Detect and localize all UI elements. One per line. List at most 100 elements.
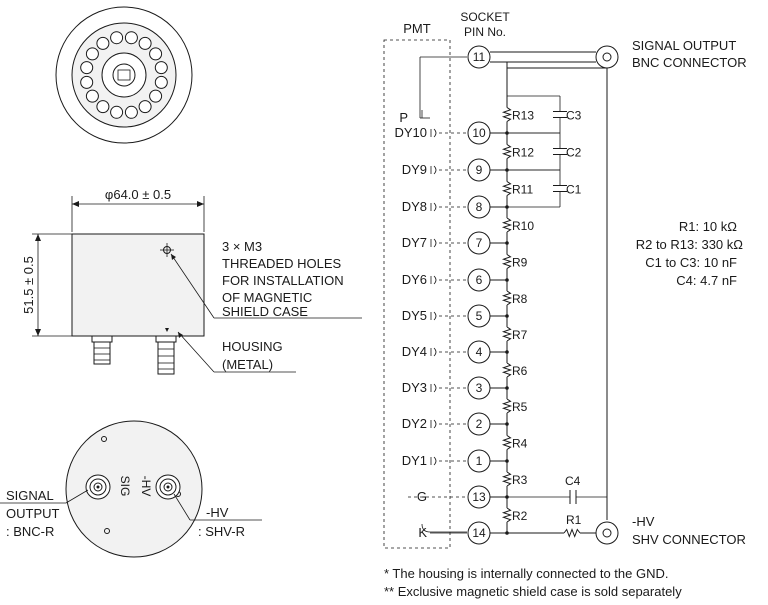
threaded-holes-line-2: THREADED HOLES — [222, 256, 342, 271]
pmt-schematic: PMT SOCKET PIN No. 11 SIGNAL OUTPUT BNC … — [383, 10, 747, 549]
resistor-r4 — [501, 435, 513, 450]
cathode-symbol — [421, 523, 467, 533]
dynode-symbol — [430, 383, 437, 393]
electrode-dy4-label: DY4 — [402, 344, 427, 359]
resistor-r3-label: R3 — [512, 473, 528, 487]
socket-pin-hole — [138, 36, 152, 50]
socket-pin-10-label: 10 — [472, 126, 486, 140]
socket-pin-1-label: 1 — [476, 454, 483, 468]
electrode-dy3-label: DY3 — [402, 380, 427, 395]
threaded-holes-line-5: SHIELD CASE — [222, 304, 308, 319]
signal-output-line-3: : BNC-R — [6, 524, 54, 539]
socket-pin-hole — [124, 105, 138, 119]
signal-connector-line-2: BNC CONNECTOR — [632, 55, 747, 70]
socket-pin-hole — [110, 31, 124, 45]
dynode-symbol — [430, 456, 437, 466]
electrode-dy6-label: DY6 — [402, 272, 427, 287]
resistor-r13-label: R13 — [512, 109, 534, 123]
socket-pin-hole — [149, 89, 163, 103]
socket-pin-6-label: 6 — [476, 273, 483, 287]
housing-note: HOUSING (METAL) — [222, 339, 283, 372]
dynode-symbol — [430, 419, 437, 429]
resistor-r10-label: R10 — [512, 219, 534, 233]
resistor-r2-label: R2 — [512, 509, 528, 523]
value-r1: R1: 10 kΩ — [679, 219, 737, 234]
resistor-r9-label: R9 — [512, 256, 528, 270]
height-dimension: 51.5 ± 0.5 — [21, 256, 36, 314]
socket-pin-9-label: 9 — [476, 163, 483, 177]
resistor-r11 — [501, 181, 513, 196]
resistor-r12 — [501, 144, 513, 159]
resistor-r3 — [501, 471, 513, 487]
resistor-r12-label: R12 — [512, 146, 534, 160]
signal-output-line-1: SIGNAL — [6, 488, 54, 503]
note-shield-case: ** Exclusive magnetic shield case is sol… — [384, 584, 682, 599]
capacitor-c4-label: C4 — [565, 474, 581, 488]
socket-pin-hole — [96, 36, 110, 50]
bnc-connector-side — [91, 335, 113, 365]
electrode-dy2-label: DY2 — [402, 416, 427, 431]
dynode-symbol — [430, 165, 437, 175]
hv-connector-line-1: -HV — [632, 514, 655, 529]
value-c4: C4: 4.7 nF — [676, 273, 737, 288]
resistor-r4-label: R4 — [512, 437, 528, 451]
socket-header-line-2: PIN No. — [464, 25, 506, 39]
socket-pin-hole — [154, 75, 168, 89]
socket-pin-hole — [110, 105, 124, 119]
socket-pin-hole — [124, 31, 138, 45]
socket-pin-hole — [96, 100, 110, 114]
bottom-view: -HV SIG — [0, 420, 262, 558]
resistor-r13 — [501, 107, 513, 122]
socket-pin-hole — [85, 47, 99, 61]
resistor-r7 — [501, 326, 513, 342]
capacitor-c2-label: C2 — [566, 146, 582, 160]
shv-connector-side — [155, 335, 177, 375]
sig-connector-label: SIG — [118, 476, 132, 497]
socket-pin-holes — [80, 31, 168, 119]
resistor-r5 — [501, 398, 513, 414]
socket-pin-14-label: 14 — [472, 526, 486, 540]
socket-pin-2-label: 2 — [476, 417, 483, 431]
capacitor-c3-label: C3 — [566, 109, 582, 123]
signal-output-note: SIGNAL OUTPUT : BNC-R — [6, 488, 60, 539]
resistor-r10 — [501, 217, 513, 233]
socket-pin-3-label: 3 — [476, 381, 483, 395]
socket-pin-7-label: 7 — [476, 236, 483, 250]
resistor-r7-label: R7 — [512, 328, 528, 342]
pin-anode: 11 — [473, 50, 486, 64]
signal-connector-line-1: SIGNAL OUTPUT — [632, 38, 736, 53]
resistor-r2 — [501, 507, 513, 523]
resistor-r1 — [563, 528, 581, 538]
top-view — [55, 6, 193, 144]
housing-material: (METAL) — [222, 357, 273, 372]
diameter-dimension: φ64.0 ± 0.5 — [105, 187, 171, 202]
hv-note: -HV : SHV-R — [198, 505, 245, 539]
hv-line-1: -HV — [206, 505, 229, 520]
resistor-r8-label: R8 — [512, 292, 528, 306]
socket-pin-hole — [138, 100, 152, 114]
value-c1-c3: C1 to C3: 10 nF — [645, 255, 737, 270]
electrode-dy5-label: DY5 — [402, 308, 427, 323]
socket-pin-hole — [80, 75, 94, 89]
note-housing-gnd: * The housing is internally connected to… — [384, 566, 668, 581]
resistor-r6-label: R6 — [512, 364, 528, 378]
electrode-g-label: G — [417, 489, 427, 504]
housing-body — [71, 233, 205, 337]
pmt-label: PMT — [403, 21, 431, 36]
threaded-holes-line-3: FOR INSTALLATION — [222, 273, 344, 288]
dynode-symbol — [430, 128, 437, 138]
dynode-symbol — [430, 311, 437, 321]
socket-pin-hole — [85, 89, 99, 103]
resistor-r6 — [501, 362, 513, 378]
value-r2-r13: R2 to R13: 330 kΩ — [636, 237, 744, 252]
resistor-r11-label: R11 — [512, 183, 533, 197]
socket-pin-hole — [149, 47, 163, 61]
hv-line-2: : SHV-R — [198, 524, 245, 539]
threaded-holes-note: 3 × M3 THREADED HOLES FOR INSTALLATION O… — [222, 239, 344, 319]
socket-pin-13-label: 13 — [472, 490, 486, 504]
dynode-symbol — [430, 275, 437, 285]
capacitor-c1-label: C1 — [566, 183, 582, 197]
socket-pin-5-label: 5 — [476, 309, 483, 323]
socket-pin-hole — [154, 61, 168, 75]
